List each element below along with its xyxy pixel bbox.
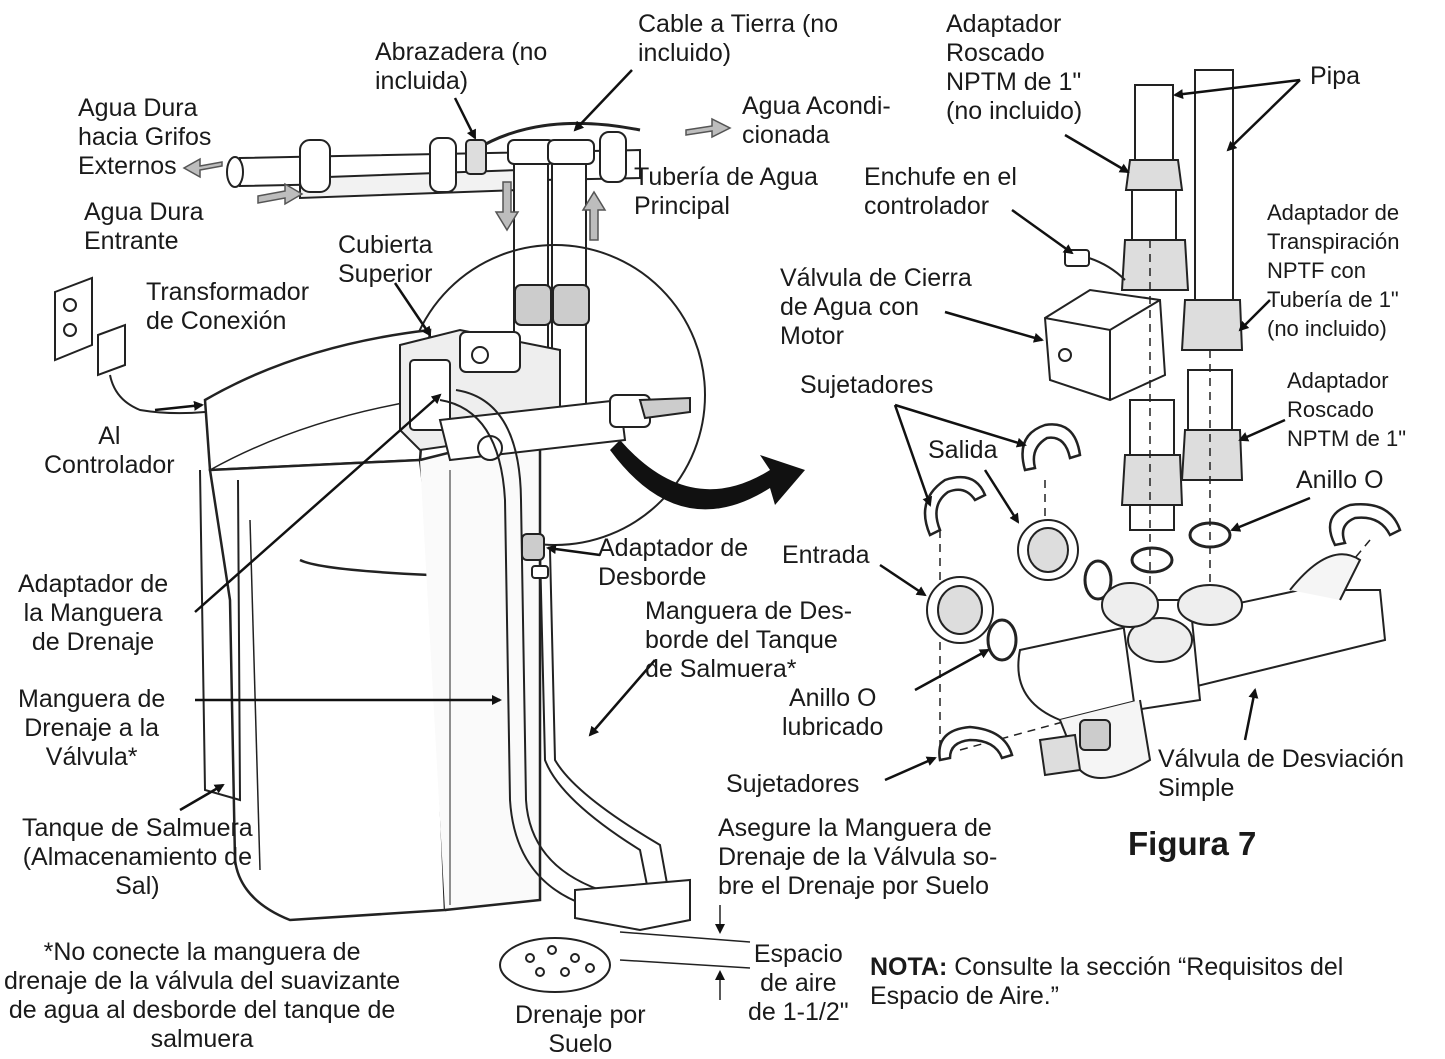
label-salida: Salida	[928, 436, 998, 464]
air-gap-dimension	[619, 905, 751, 1000]
label-agua-dura-grifos: Agua Dura hacia Grifos Externos	[78, 94, 212, 180]
footnote: *No conecte la manguera de drenaje de la…	[4, 938, 401, 1053]
label-adaptador-desborde: Adaptador de Desborde	[598, 534, 749, 591]
label-adaptador-roscado-nptm-mid: Adaptador Roscado NPTM de 1"	[1287, 368, 1407, 451]
label-drenaje-suelo: Drenaje por Suelo	[515, 1001, 646, 1058]
label-espacio-aire: Espacio de aire de 1-1/2"	[748, 940, 849, 1026]
floor-drain	[499, 878, 691, 993]
label-sujetadores-top: Sujetadores	[800, 371, 934, 399]
fittings	[926, 519, 1232, 662]
label-al-controlador: Al Controlador	[44, 422, 175, 479]
controller-head	[399, 328, 691, 462]
label-enchufe: Enchufe en el controlador	[864, 163, 1017, 220]
label-asegure: Asegure la Manguera de Drenaje de la Vál…	[718, 814, 998, 900]
label-transformador: Transformador de Conexión	[146, 278, 310, 335]
label-manguera-drenaje-valvula: Manguera de Drenaje a la Válvula*	[18, 685, 166, 771]
label-pipa: Pipa	[1310, 62, 1361, 90]
label-agua-acondicionada: Agua Acondi- cionada	[742, 92, 891, 149]
brine-tank	[199, 469, 242, 802]
label-valvula-desviacion: Válvula de Desviación Simple	[1158, 745, 1404, 802]
drain-hose	[439, 389, 671, 906]
note-text: Consulte la sección “Requisitos del Espa…	[870, 953, 1344, 1010]
label-tuberia-principal: Tubería de Agua Principal	[634, 163, 818, 220]
label-adaptador-manguera-drenaje: Adaptador de la Manguera de Drenaje	[18, 570, 169, 656]
flow-arrows	[182, 117, 732, 241]
controller-plug	[1064, 249, 1126, 281]
clamp	[465, 139, 487, 175]
leader-lines	[154, 69, 1311, 812]
label-entrada: Entrada	[782, 541, 870, 569]
bypass-valve	[1017, 553, 1387, 779]
figure-caption: Figura 7	[1128, 825, 1257, 862]
label-anillo-o: Anillo O	[1296, 466, 1384, 494]
label-cubierta-superior: Cubierta Superior	[338, 231, 433, 288]
right-pipes	[1120, 69, 1244, 531]
motor-valve	[1043, 288, 1167, 402]
detail-arrow	[610, 440, 805, 510]
label-cable-tierra: Cable a Tierra (no incluido)	[638, 10, 839, 67]
label-anillo-o-lubricado: Anillo O lubricado	[782, 684, 884, 741]
label-valvula-cierre: Válvula de Cierra de Agua con Motor	[780, 264, 972, 350]
outlet	[54, 276, 206, 415]
overflow-adapter	[521, 533, 549, 579]
label-agua-dura-entrante: Agua Dura Entrante	[84, 198, 204, 255]
label-adaptador-transpiracion: Adaptador de Transpiración NPTF con Tube…	[1267, 200, 1400, 341]
label-tanque-salmuera: Tanque de Salmuera (Almacenamiento de Sa…	[22, 814, 253, 900]
label-sujetadores-bottom: Sujetadores	[726, 770, 860, 798]
note-label: NOTA:	[870, 953, 948, 981]
ground-cable	[474, 121, 641, 152]
label-abrazadera: Abrazadera (no incluida)	[375, 38, 548, 95]
note: NOTA: Consulte la sección “Requisitos de…	[870, 953, 1343, 1011]
label-adaptador-roscado-nptm-top: Adaptador Roscado NPTM de 1" (no incluid…	[946, 10, 1083, 125]
label-manguera-desborde: Manguera de Des- borde del Tanque de Sal…	[645, 597, 853, 683]
clips	[923, 423, 1402, 762]
